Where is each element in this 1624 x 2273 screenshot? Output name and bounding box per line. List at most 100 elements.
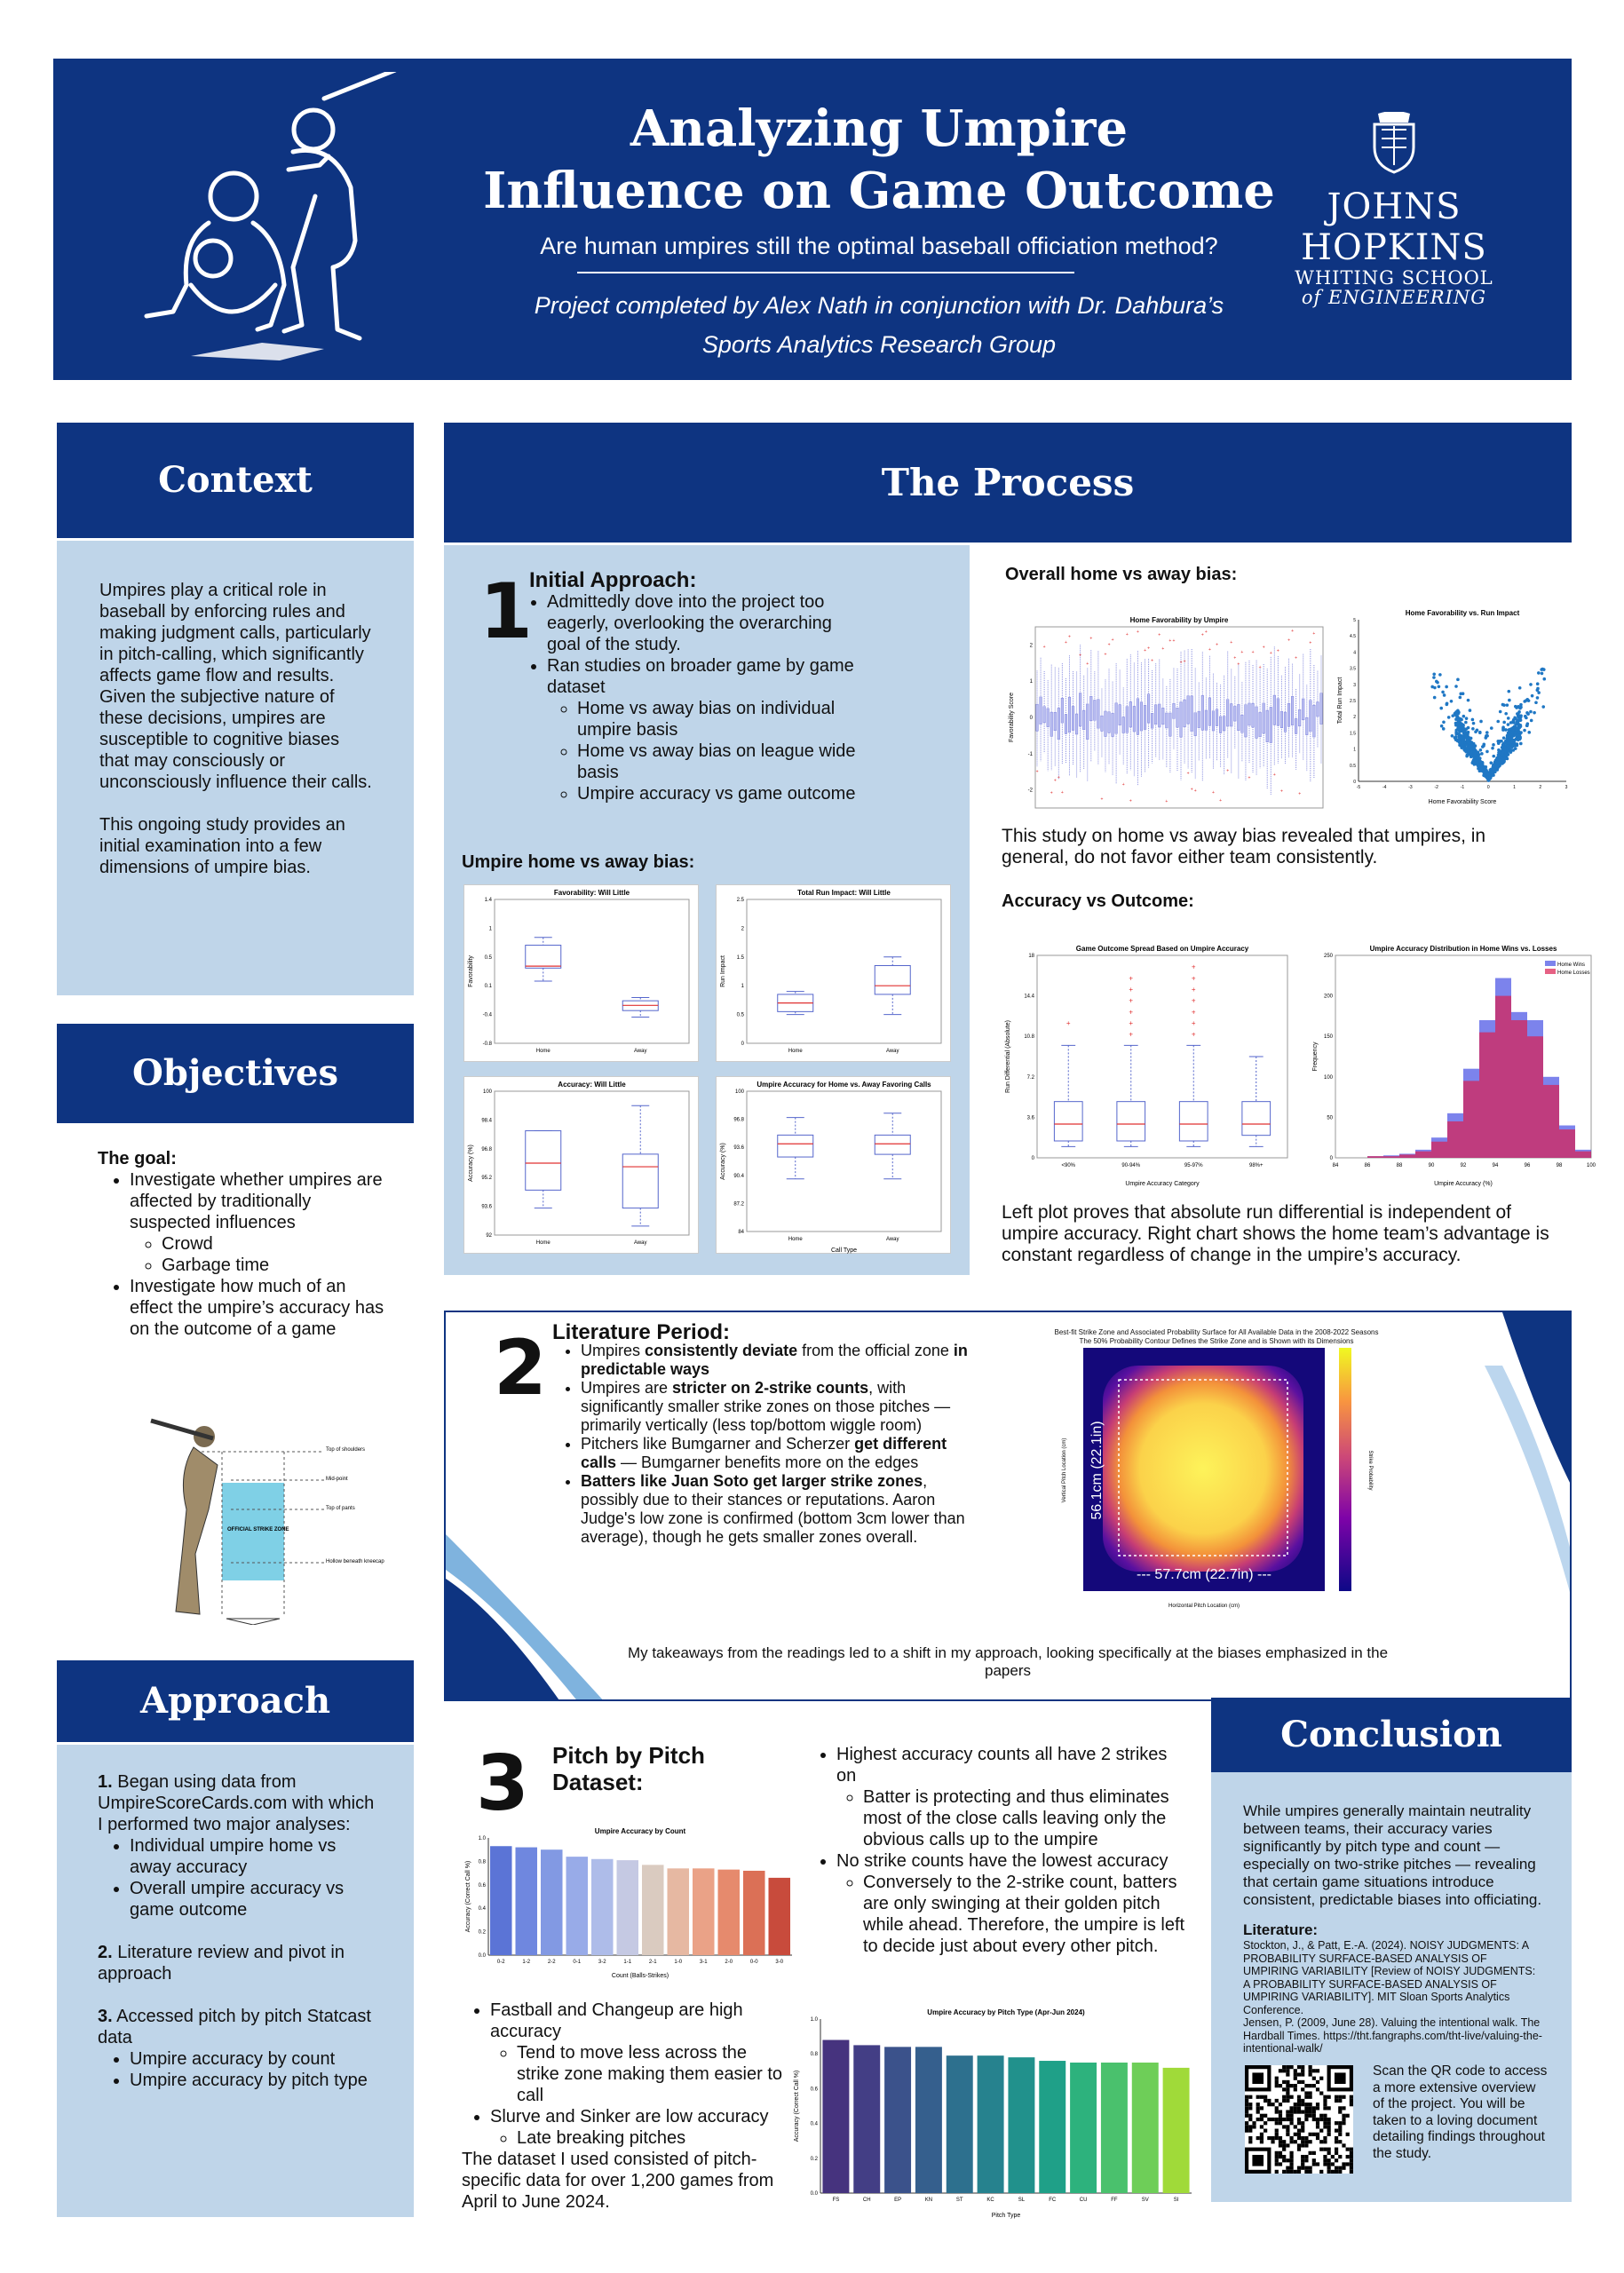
scatter-point: [1430, 685, 1435, 689]
x-axis-label: Call Type: [831, 1247, 857, 1254]
scatter-point: [1464, 743, 1469, 747]
scatter-point: [1515, 742, 1519, 746]
qr-module: [1274, 2076, 1279, 2080]
heatmap-ylabel: Vertical Pitch Location (cm): [1062, 1438, 1067, 1503]
qr-module: [1271, 2117, 1275, 2122]
tick-label: 0.6: [811, 2087, 819, 2092]
scatter-point: [1541, 705, 1546, 709]
qr-module: [1286, 2169, 1290, 2174]
heatmap-colorbar-label: Strike Probability: [1367, 1450, 1373, 1490]
plot-area: [746, 899, 942, 1044]
qr-module: [1304, 2110, 1309, 2114]
scatter-point: [1449, 699, 1454, 703]
category-label: CU: [1080, 2198, 1088, 2203]
scatter-point: [1504, 711, 1509, 716]
qr-module: [1259, 2095, 1264, 2099]
tick-label: 84: [1333, 1163, 1339, 1168]
scatter-point: [1459, 692, 1463, 696]
tick-label: 0.5: [737, 1013, 745, 1018]
qr-module: [1323, 2154, 1327, 2159]
overall-caption: This study on home vs away bias revealed…: [1002, 826, 1486, 867]
scatter-point: [1513, 733, 1517, 737]
bar: [1100, 2063, 1128, 2193]
category-label: KC: [986, 2198, 994, 2203]
qr-module: [1296, 2135, 1302, 2141]
accuracy-label: Accuracy vs Outcome:: [1002, 891, 1194, 911]
scatter-point: [1507, 738, 1511, 742]
tick-label: 0.8: [479, 1859, 487, 1865]
tick-label: 95.2: [481, 1176, 492, 1181]
tick-label: 0: [1032, 1156, 1035, 1161]
qr-module: [1315, 2162, 1320, 2166]
qr-module: [1278, 2110, 1283, 2114]
qr-module: [1274, 2117, 1279, 2122]
x-axis-label: Pitch Type: [992, 2213, 1021, 2219]
box: [1132, 706, 1136, 733]
tick-label: 2: [741, 926, 745, 931]
box: [1161, 708, 1165, 725]
tick-label: 100: [735, 1089, 745, 1095]
scatter-point: [1465, 754, 1469, 758]
qr-module: [1319, 2169, 1324, 2174]
qr-finder: [1334, 2072, 1346, 2085]
category-label: 3-1: [700, 1960, 708, 1965]
qr-code-icon[interactable]: [1245, 2065, 1353, 2174]
tick-label: 0.2: [811, 2157, 819, 2162]
qr-module: [1248, 2125, 1253, 2129]
qr-module: [1338, 2095, 1343, 2099]
poster-header: Analyzing Umpire Influence on Game Outco…: [53, 59, 1572, 380]
qr-module: [1289, 2095, 1294, 2099]
category-label: 0-0: [750, 1960, 758, 1965]
outlier-mark: +: [1129, 986, 1133, 994]
y-axis-label: Total Run Impact: [1337, 677, 1343, 725]
qr-module: [1286, 2125, 1290, 2129]
category-label: Home: [536, 1240, 551, 1246]
qr-module: [1308, 2140, 1312, 2144]
qr-module: [1245, 2113, 1249, 2118]
outlier-mark: +: [1058, 775, 1060, 780]
tick-label: -3: [1408, 785, 1413, 790]
scatter-point: [1495, 764, 1500, 768]
box: [1265, 709, 1269, 742]
box: [1204, 709, 1208, 731]
qr-module: [1293, 2103, 1297, 2107]
qr-module: [1323, 2121, 1327, 2126]
category-label: SL: [1018, 2198, 1026, 2203]
context-heading: Context: [57, 423, 414, 538]
outlier-mark: +: [1161, 646, 1164, 652]
qr-module: [1349, 2147, 1353, 2151]
qr-module: [1334, 2166, 1339, 2170]
qr-module: [1293, 2169, 1297, 2174]
outlier-mark: +: [1298, 791, 1301, 796]
outlier-mark: +: [1295, 656, 1297, 661]
outlier-mark: +: [1158, 632, 1161, 638]
scatter-point: [1502, 720, 1506, 725]
qr-module: [1271, 2140, 1275, 2144]
outlier-mark: +: [1050, 791, 1053, 796]
qr-module: [1327, 2125, 1331, 2129]
qr-module: [1334, 2121, 1339, 2126]
qr-module: [1289, 2110, 1294, 2114]
tick-label: 1.0: [479, 1836, 487, 1841]
y-axis-label: Accuracy (Correct Call %): [794, 2071, 800, 2142]
outlier-mark: +: [1192, 963, 1196, 971]
qr-module: [1301, 2166, 1305, 2170]
y-axis-label: Favorability Score: [1009, 693, 1015, 742]
scatter-point: [1477, 756, 1482, 760]
category-label: SV: [1142, 2198, 1149, 2203]
qr-module: [1311, 2106, 1316, 2111]
scatter-point: [1515, 706, 1518, 709]
legend-swatch: [1545, 969, 1556, 974]
scatter-point: [1441, 690, 1445, 694]
outlier-mark: +: [1230, 640, 1232, 645]
scatter-point: [1489, 761, 1493, 764]
box: [1154, 704, 1158, 725]
category-label: Away: [634, 1049, 647, 1054]
qr-module: [1334, 2135, 1339, 2141]
qr-module: [1248, 2113, 1253, 2118]
tick-label: 3: [1353, 683, 1356, 688]
qr-module: [1245, 2128, 1249, 2133]
qr-module: [1301, 2103, 1305, 2107]
bar: [884, 2047, 912, 2193]
heatmap-title: Best-fit Strike Zone and Associated Prob…: [1054, 1328, 1379, 1336]
